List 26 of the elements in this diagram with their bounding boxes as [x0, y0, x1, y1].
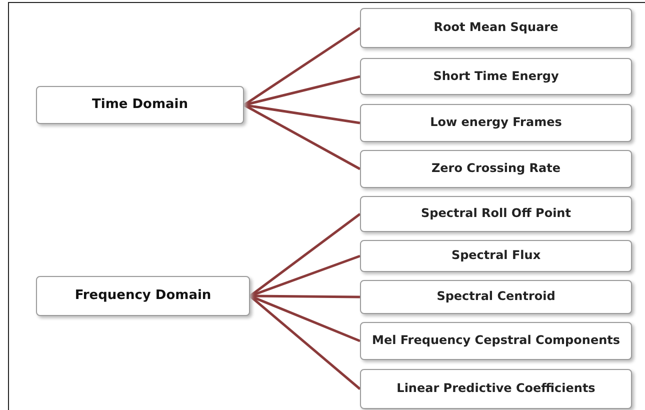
box-label: Frequency Domain: [74, 288, 212, 304]
connector-line: [243, 26, 361, 106]
box-label: Short Time Energy: [433, 70, 559, 84]
text-box: [360, 8, 632, 48]
box-label: Linear Predictive Coefficients: [396, 382, 596, 396]
box-label: Spectral Centroid: [436, 290, 556, 304]
box-label: Spectral Roll Off Point: [421, 207, 571, 221]
text-box: [36, 276, 250, 316]
text-box: [360, 196, 632, 232]
box-label: Low energy Frames: [430, 116, 562, 130]
text-box: [360, 240, 632, 272]
connector-line: [249, 295, 361, 390]
text-box: [36, 86, 244, 124]
box-label: Zero Crossing Rate: [431, 162, 561, 176]
text-box: [360, 58, 632, 95]
box-label: Root Mean Square: [434, 21, 558, 35]
text-box: [360, 322, 632, 360]
text-box: [360, 104, 632, 142]
connector-line: [243, 104, 361, 170]
box-label: Spectral Flux: [451, 249, 541, 263]
text-box: [360, 150, 632, 188]
text-box: [360, 280, 632, 314]
connector-line: [249, 213, 361, 297]
box-label: Time Domain: [92, 98, 188, 112]
box-label: Mel Frequency Cepstral Components: [372, 334, 620, 348]
text-box: [360, 369, 632, 409]
